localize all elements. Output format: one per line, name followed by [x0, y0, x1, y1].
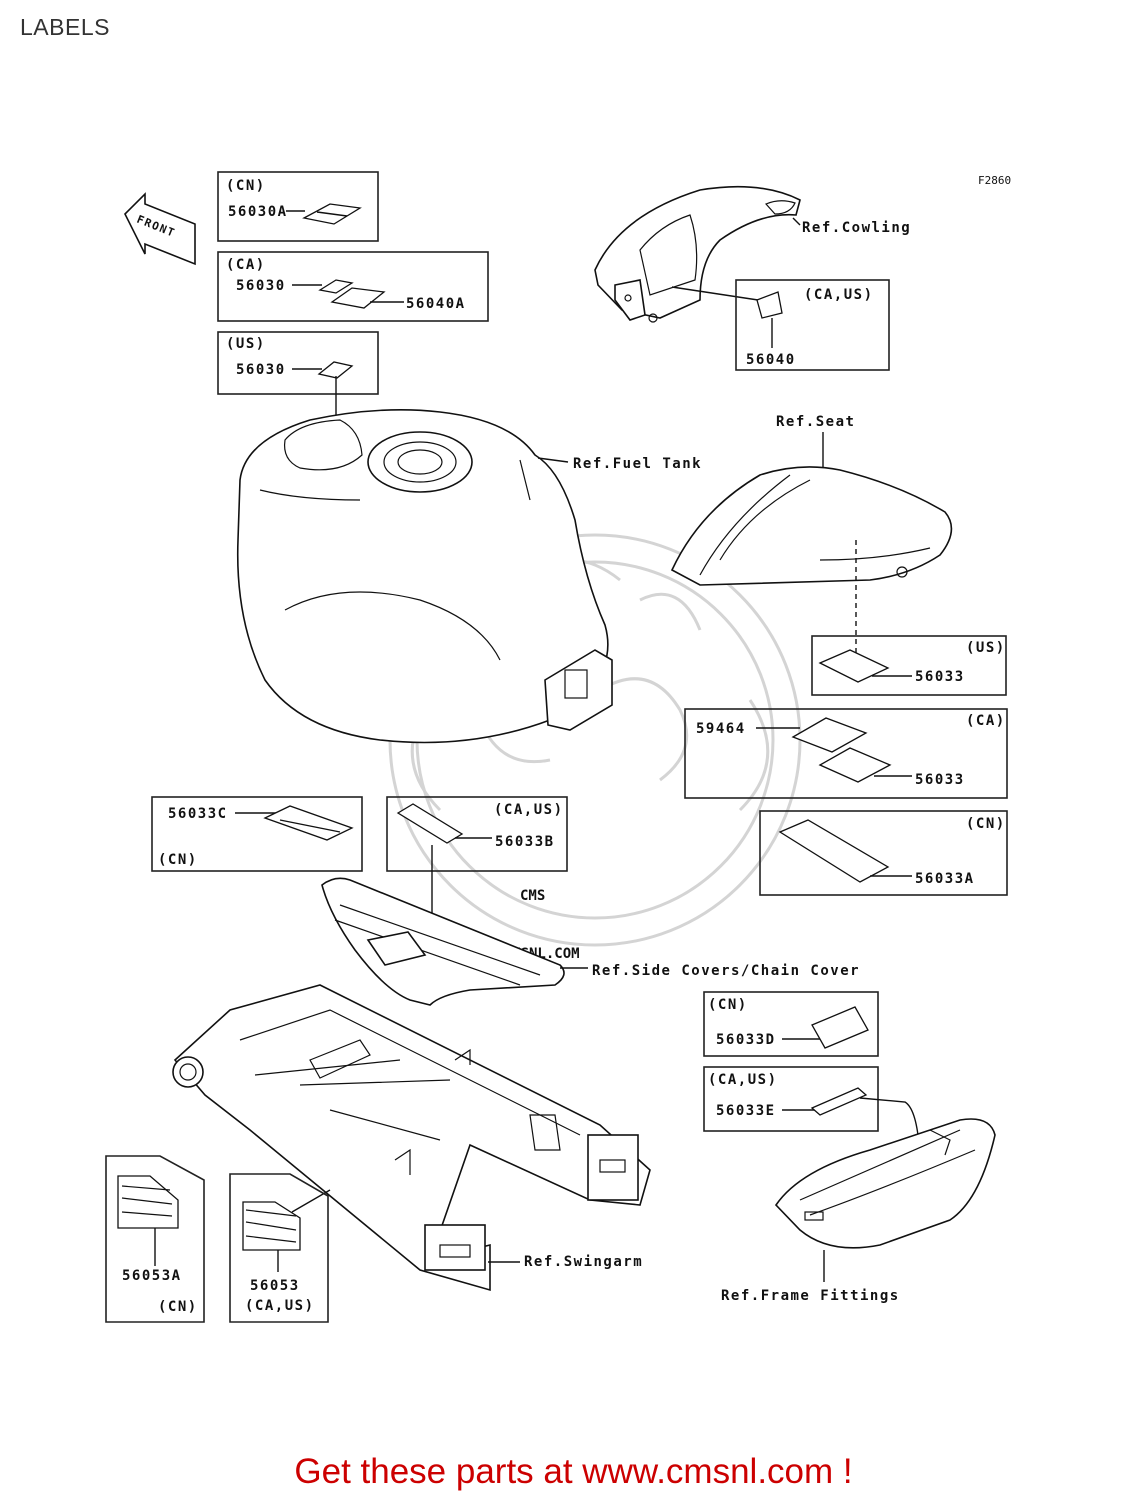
ref-frame-fittings: Ref.Frame Fittings: [721, 1288, 900, 1304]
swing-cn-box: 56053A (CN): [105, 1155, 205, 1323]
cover-caus-code: (CA,US): [494, 802, 564, 818]
frame-fittings-part: [774, 1118, 996, 1282]
frame-caus-box: (CA,US) 56033E: [703, 1066, 921, 1161]
frame-cn-box: (CN) 56033D: [703, 991, 879, 1057]
frame-cn-code: (CN): [708, 997, 748, 1013]
part-56040: 56040: [746, 352, 796, 368]
part-56033D: 56033D: [716, 1032, 776, 1048]
ref-side-covers: Ref.Side Covers/Chain Cover: [592, 963, 860, 979]
cover-cn-box: 56033C (CN): [151, 796, 363, 872]
front-arrow-icon: FRONT: [124, 192, 196, 266]
part-56033A: 56033A: [915, 871, 975, 887]
cn-label-box: (CN) 56030A: [217, 171, 379, 242]
frame-caus-code: (CA,US): [708, 1072, 778, 1088]
seat-us-box: (US) 56033: [811, 635, 1007, 696]
swing-cn-code: (CN): [158, 1299, 198, 1315]
watermark-logo-text: CMS: [520, 888, 545, 904]
part-56040A: 56040A: [406, 296, 466, 312]
part-56033E: 56033E: [716, 1103, 776, 1119]
part-56053: 56053: [250, 1278, 300, 1294]
part-56033C: 56033C: [168, 806, 228, 822]
seat-part: [670, 466, 953, 665]
seat-cn-box: (CN) 56033A: [759, 810, 1008, 896]
cowling-box-code: (CA,US): [804, 287, 874, 303]
cowling-part: [594, 185, 801, 323]
ref-swingarm: Ref.Swingarm: [524, 1254, 643, 1270]
cn-box-code: (CN): [226, 178, 266, 194]
ca-label-box: (CA) 56030 56040A: [217, 251, 489, 322]
figure-code: F2860: [978, 174, 1011, 187]
seat-ca-box: (CA) 59464 56033: [684, 708, 1008, 799]
ref-cowling: Ref.Cowling: [802, 220, 911, 236]
part-56030A: 56030A: [228, 204, 288, 220]
part-56030-ca: 56030: [236, 278, 286, 294]
cover-caus-box: (CA,US) 56033B: [386, 796, 568, 920]
part-56053A: 56053A: [122, 1268, 182, 1284]
us-box-code: (US): [226, 336, 266, 352]
seat-ca-code: (CA): [966, 713, 1006, 729]
ca-box-code: (CA): [226, 257, 266, 273]
seat-us-code: (US): [966, 640, 1006, 656]
swing-caus-code: (CA,US): [245, 1298, 315, 1314]
part-59464: 59464: [696, 721, 746, 737]
fuel-tank-part: [236, 408, 613, 744]
us-label-box: (US) 56030: [217, 331, 379, 440]
ref-seat: Ref.Seat: [776, 414, 855, 430]
part-56030-us: 56030: [236, 362, 286, 378]
swing-caus-box: 56053 (CA,US): [229, 1173, 329, 1323]
part-56033-ca: 56033: [915, 772, 965, 788]
page-title: LABELS: [20, 14, 110, 40]
cowling-label-box: (CA,US) 56040: [735, 279, 890, 371]
cover-cn-code: (CN): [158, 852, 198, 868]
ref-fuel-tank: Ref.Fuel Tank: [573, 456, 702, 472]
footer-promo[interactable]: Get these parts at www.cmsnl.com !: [294, 1452, 853, 1491]
part-56033-us: 56033: [915, 669, 965, 685]
side-cover-part: [321, 877, 588, 1006]
part-56033B: 56033B: [495, 834, 555, 850]
seat-cn-code: (CN): [966, 816, 1006, 832]
